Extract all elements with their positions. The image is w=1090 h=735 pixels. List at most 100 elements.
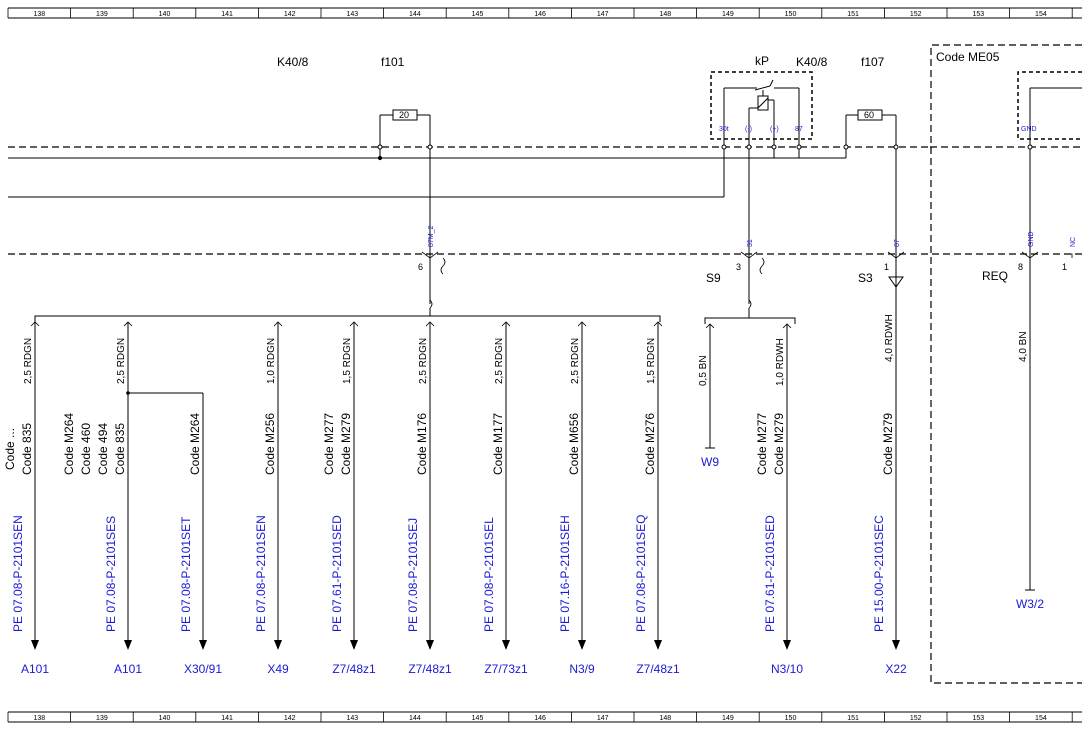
branch-tick-9 bbox=[705, 323, 715, 329]
branch-code-0-0: Code 835 bbox=[20, 423, 34, 475]
relay-pin-minus: (-) bbox=[745, 126, 752, 133]
branch-dest-2: X30/91 bbox=[184, 662, 222, 676]
ruler-bottom-cell-2: 140 bbox=[159, 715, 171, 722]
branch-dest-4: Z7/48z1 bbox=[332, 662, 376, 676]
connector-pin-nc: NC bbox=[1070, 237, 1077, 247]
splice-brackets bbox=[34, 308, 796, 324]
connector-s9-label: S9 bbox=[706, 271, 721, 285]
branch-code-1-0: Code M264 bbox=[62, 413, 76, 475]
ruler-bottom-cell-10: 148 bbox=[659, 715, 671, 722]
branch-dest-0: A101 bbox=[21, 662, 49, 676]
branch-ref-4: PE 07.61-P-2101SED bbox=[330, 515, 344, 632]
branch-code-6-0: Code M177 bbox=[491, 413, 505, 475]
branch-wire-label-11: 4,0 RDWH bbox=[884, 314, 895, 362]
ruler-top-cell-11: 149 bbox=[722, 11, 734, 18]
ruler-top-cell-3: 141 bbox=[221, 11, 233, 18]
ruler-bottom-cell-9: 147 bbox=[597, 715, 609, 722]
branch-dest-12: W3/2 bbox=[1016, 597, 1044, 611]
branch-ref-7: PE 07.16-P-2101SEH bbox=[558, 515, 572, 632]
connector-pin-87m2: 87M_2 bbox=[428, 225, 435, 247]
ruler-top-cell-5: 143 bbox=[346, 11, 358, 18]
branch-arrow-8 bbox=[654, 640, 662, 650]
connector-num-1b: 1 bbox=[1062, 262, 1067, 272]
branch-code-7-0: Code M656 bbox=[567, 413, 581, 475]
fuse-f107 bbox=[799, 109, 899, 254]
branch-dest-9: W9 bbox=[701, 455, 719, 469]
branch-dest-8: Z7/48z1 bbox=[636, 662, 680, 676]
ruler-bottom-cell-15: 153 bbox=[972, 715, 984, 722]
branch-dest-10: N3/10 bbox=[771, 662, 803, 676]
ruler-bottom-cell-13: 151 bbox=[847, 715, 859, 722]
branch-tick-8 bbox=[653, 321, 663, 327]
branch-wire-label-9: 0,5 BN bbox=[698, 355, 709, 386]
relay-pin-30t: 30t bbox=[719, 126, 729, 133]
branch-arrow-0 bbox=[31, 640, 39, 650]
bus-lines bbox=[8, 146, 1082, 255]
branch-code-8-0: Code M276 bbox=[643, 413, 657, 475]
branch-code-11-0: Code M279 bbox=[881, 413, 895, 475]
branch-arrow-4 bbox=[350, 640, 358, 650]
branch-dest-7: N3/9 bbox=[569, 662, 595, 676]
ruler-top-cell-13: 151 bbox=[847, 11, 859, 18]
ruler-top-cell-4: 142 bbox=[284, 11, 296, 18]
ruler-bottom-cell-11: 149 bbox=[722, 715, 734, 722]
connector-num-6: 6 bbox=[418, 262, 423, 272]
fuse-f101-label: f101 bbox=[381, 55, 405, 69]
branch-wire-label-8: 1,5 RDGN bbox=[646, 338, 657, 384]
branch-code-4-1: Code M279 bbox=[339, 413, 353, 475]
relay-pin-87: 87 bbox=[795, 126, 803, 133]
connector-pin-31: 31 bbox=[747, 239, 754, 247]
connector-num-8: 8 bbox=[1018, 262, 1023, 272]
branch-code-2-0: Code M264 bbox=[188, 413, 202, 475]
branch-tick-6 bbox=[501, 321, 511, 327]
component-k40-left-label: K40/8 bbox=[277, 55, 309, 69]
branch-arrow-5 bbox=[426, 640, 434, 650]
branch-code-5-0: Code M176 bbox=[415, 413, 429, 475]
ruler-bottom-cell-16: 154 bbox=[1035, 715, 1047, 722]
ruler-bottom-cell-8: 146 bbox=[534, 715, 546, 722]
connector-s3-label: S3 bbox=[858, 271, 873, 285]
branch-arrow-6 bbox=[502, 640, 510, 650]
branch-ref-6: PE 07.08-P-2101SEL bbox=[482, 517, 496, 632]
ruler-top-cell-7: 145 bbox=[472, 11, 484, 18]
branch-code-1-1: Code 460 bbox=[79, 423, 93, 475]
branch-arrow-1 bbox=[124, 640, 132, 650]
branch-arrow-7 bbox=[578, 640, 586, 650]
branch-wire-label-0: 2,5 RDGN bbox=[23, 338, 34, 384]
fuse-f107-rating: 60 bbox=[864, 110, 874, 120]
connector-num-3: 3 bbox=[736, 262, 741, 272]
ruler-top-cell-12: 150 bbox=[785, 11, 797, 18]
branch-tick-1 bbox=[123, 321, 133, 327]
ruler-top-cell-16: 154 bbox=[1035, 11, 1047, 18]
branch-tick-0 bbox=[30, 321, 40, 327]
branch-wire-label-7: 2,5 RDGN bbox=[570, 338, 581, 384]
code-me05-box bbox=[930, 44, 1082, 684]
connector-row bbox=[421, 251, 1073, 590]
branch-dest-11: X22 bbox=[885, 662, 907, 676]
branch-7: 2,5 RDGN Code M656 PE 07.16-P-2101SEH N3/9 bbox=[558, 321, 595, 676]
branch-tick-5 bbox=[425, 321, 435, 327]
branch-ref-1: PE 07.08-P-2101SES bbox=[104, 516, 118, 632]
gnd-pin-label: GND bbox=[1021, 126, 1037, 133]
ruler-top-cell-0: 138 bbox=[33, 11, 45, 18]
branch-code-4-0: Code M277 bbox=[322, 413, 336, 475]
connector-pin-87: 87 bbox=[894, 239, 901, 247]
branch-tick-7 bbox=[577, 321, 587, 327]
ruler-top-cell-1: 139 bbox=[96, 11, 108, 18]
ruler-top-cell-6: 144 bbox=[409, 11, 421, 18]
branch-wire-label-4: 1,5 RDGN bbox=[342, 338, 353, 384]
ruler-top-cell-15: 153 bbox=[972, 11, 984, 18]
branch-dest-3: X49 bbox=[267, 662, 289, 676]
